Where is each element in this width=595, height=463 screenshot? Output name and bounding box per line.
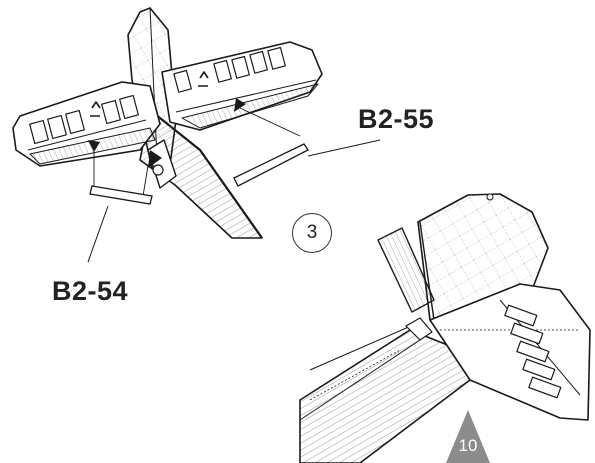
tail-top-view <box>12 7 323 239</box>
hinge-strip-b2-54 <box>89 185 153 205</box>
leader-lines <box>87 139 381 263</box>
hinge-arrow-center <box>148 150 162 168</box>
hinge-arrow-right <box>234 98 246 112</box>
callout-b2-55: B2-55 <box>358 104 435 134</box>
tail-iso-view <box>299 193 591 463</box>
hinge-strip-b2-55 <box>233 143 309 187</box>
callout-b2-54: B2-54 <box>52 276 129 306</box>
step-number: 3 <box>292 213 332 253</box>
hinge-arrow-left <box>88 140 100 152</box>
hinge-parts <box>89 143 309 205</box>
guide-lines <box>93 107 301 197</box>
page-tab <box>446 410 490 463</box>
page-number: 10 <box>458 436 478 455</box>
